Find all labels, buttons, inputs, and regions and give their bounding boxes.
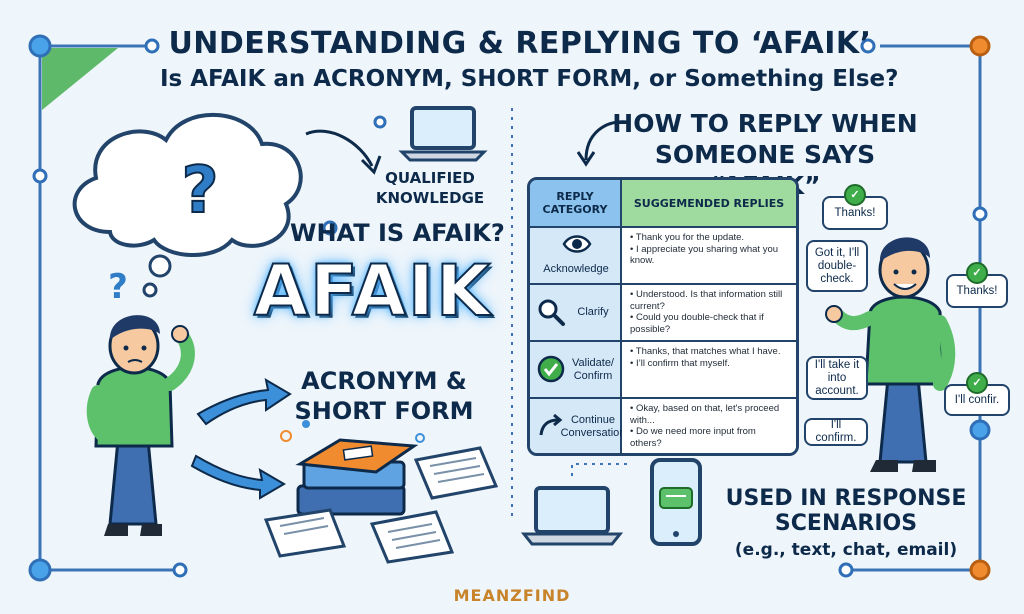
speech-bubble-take-it: I'll take it into account. xyxy=(806,356,868,400)
replies-cell: Understood. Is that information still cu… xyxy=(622,285,796,340)
table-row: Continue Conversation Okay, based on tha… xyxy=(530,397,796,453)
explaining-person-illustration xyxy=(825,237,956,472)
magnifier-icon xyxy=(538,299,565,326)
brand-logo-text: MEANZFIND xyxy=(453,586,571,605)
table-row: Clarify Understood. Is that information … xyxy=(530,283,796,340)
eye-icon xyxy=(562,235,592,253)
reply-item: Okay, based on that, let's proceed with.… xyxy=(630,403,790,426)
frame-border xyxy=(38,44,982,572)
laptop-icon xyxy=(398,106,488,162)
books-stack-illustration xyxy=(280,420,425,516)
reply-table: REPLY CATEGORY SUGGEMENDED REPLIES Ackno… xyxy=(527,177,799,456)
subtitle: Is AFAIK an ACRONYM, SHORT FORM, or Some… xyxy=(160,66,899,92)
small-question-mark-icon: ? xyxy=(108,267,128,307)
check-icon: ✓ xyxy=(966,372,988,394)
arrow-to-how-to-reply xyxy=(584,120,629,161)
arrow-to-laptop xyxy=(305,129,374,167)
category-cell: Continue Conversation xyxy=(530,399,626,453)
reply-item: Understood. Is that information still cu… xyxy=(630,289,790,312)
reply-item: Thank you for the update. xyxy=(630,232,790,244)
reply-item: I appreciate you sharing what you know. xyxy=(630,244,790,267)
question-mark-icon: ? xyxy=(181,154,218,228)
thinking-person-illustration xyxy=(86,315,195,536)
blue-arrows xyxy=(190,378,292,500)
category-label: Validate/ Confirm xyxy=(572,356,614,382)
check-icon: ✓ xyxy=(844,184,866,206)
category-label: Acknowledge xyxy=(543,262,609,275)
thought-cloud xyxy=(72,112,303,298)
category-cell: Acknowledge xyxy=(530,228,622,283)
category-cell: Validate/ Confirm xyxy=(530,342,622,397)
table-row: Validate/ Confirm Thanks, that matches w… xyxy=(530,340,796,397)
main-title: UNDERSTANDING & REPLYING TO ‘AFAIK’ xyxy=(168,26,872,61)
examples-text: (e.g., text, chat, email) xyxy=(734,540,958,560)
curved-arrow-icon xyxy=(539,413,563,436)
category-label: Clarify xyxy=(577,306,609,318)
reply-item: Thanks, that matches what I have. xyxy=(630,346,790,358)
afaik-big-word: AFAIK xyxy=(253,249,493,333)
check-icon: ✓ xyxy=(966,262,988,284)
replies-cell: Thank you for the update. I appreciate y… xyxy=(622,228,796,283)
reply-item: Do we need more input from others? xyxy=(630,426,790,449)
table-header-category: REPLY CATEGORY xyxy=(530,180,622,226)
reply-item: Could you double-check that if possible? xyxy=(630,312,790,335)
reply-item: I’ll confirm that myself. xyxy=(630,358,790,370)
laptop-bottom-icon xyxy=(520,486,624,546)
used-in-scenarios-heading: USED IN RESPONSE SCENARIOS xyxy=(725,486,967,536)
what-is-afaik-heading: WHAT IS AFAIK? xyxy=(290,219,505,247)
replies-cell: Thanks, that matches what I have. I’ll c… xyxy=(622,342,796,397)
category-cell: Clarify xyxy=(530,285,622,340)
table-header-replies: SUGGEMENDED REPLIES xyxy=(622,180,796,226)
acronym-short-form-label: ACRONYM & SHORT FORM xyxy=(294,367,474,425)
speech-bubble-got-it: Got it, I'll double-check. xyxy=(806,240,868,292)
qualified-knowledge-label: QUALIFIED KNOWLEDGE xyxy=(375,169,485,207)
table-row: Acknowledge Thank you for the update. I … xyxy=(530,226,796,283)
speech-bubble-confirm: I'll confirm. xyxy=(804,418,868,446)
replies-cell: Okay, based on that, let's proceed with.… xyxy=(622,399,796,453)
category-label: Continue Conversation xyxy=(560,413,626,439)
corner-triangle-decoration xyxy=(42,48,118,110)
checkmark-icon xyxy=(537,355,565,383)
phone-chat-icon xyxy=(650,458,702,546)
frame-dots xyxy=(28,34,991,582)
